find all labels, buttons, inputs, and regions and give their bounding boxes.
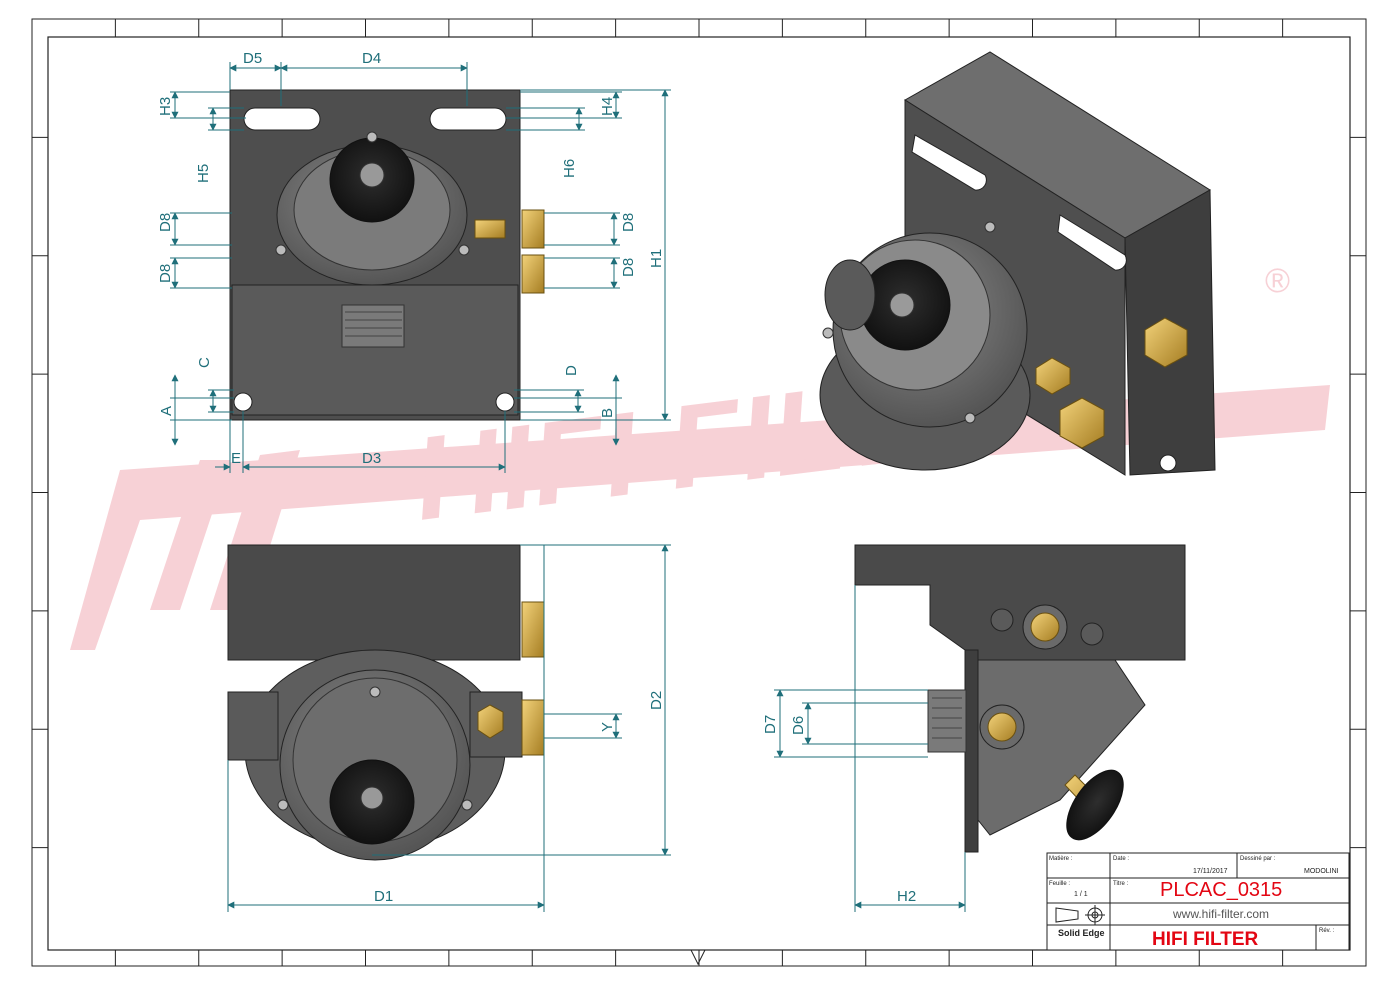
dim-label-h2: H2	[897, 888, 916, 905]
front-view	[229, 89, 545, 421]
tb-feuille-value: 1 / 1	[1074, 891, 1088, 898]
tb-brand: HIFI FILTER	[1152, 929, 1259, 950]
dim-label-h6: H6	[561, 159, 578, 178]
dim-label-d8-right-upper: D8	[620, 213, 637, 232]
watermark-registered-mark: ®	[1265, 262, 1290, 300]
dim-label-h3: H3	[157, 97, 174, 116]
first-angle-projection-icon	[1055, 905, 1105, 925]
dim-label-c: C	[196, 357, 213, 368]
tb-dessine-value: MODOLINI	[1304, 868, 1339, 875]
dim-label-d5: D5	[243, 50, 262, 67]
tb-dessine-label: Dessiné par :	[1240, 856, 1276, 862]
dim-label-h5: H5	[195, 164, 212, 183]
tb-date-value: 17/11/2017	[1193, 868, 1228, 875]
dim-label-d6: D6	[790, 716, 807, 735]
projection-marker-icon	[690, 949, 706, 966]
dim-label-d8-right-lower: D8	[620, 258, 637, 277]
isometric-view	[819, 51, 1216, 476]
dim-label-a: A	[158, 406, 175, 416]
tb-website: www.hifi-filter.com	[1172, 907, 1269, 921]
tb-matiere-label: Matière :	[1049, 856, 1073, 862]
title-block	[1046, 852, 1350, 951]
tb-software: Solid Edge	[1058, 928, 1105, 938]
tb-title: PLCAC_0315	[1160, 879, 1282, 901]
dim-label-d: D	[563, 365, 580, 376]
tb-rev-label: Rév. :	[1319, 928, 1335, 934]
dim-label-d4: D4	[362, 50, 381, 67]
dim-label-h4: H4	[599, 97, 616, 116]
top-view-dimensions	[227, 544, 671, 912]
dim-label-d3: D3	[362, 450, 381, 467]
side-view-dimensions	[774, 585, 966, 912]
top-view	[227, 544, 545, 861]
dim-label-d1: D1	[374, 888, 393, 905]
dim-label-d2: D2	[648, 691, 665, 710]
tb-feuille-label: Feuille :	[1049, 881, 1070, 887]
side-view	[854, 544, 1186, 853]
dim-label-h1: H1	[648, 249, 665, 268]
tb-date-label: Date :	[1113, 856, 1129, 862]
dim-label-y: Y	[599, 722, 616, 732]
tb-titre-label: Titre :	[1113, 881, 1128, 887]
dim-label-e: E	[231, 450, 241, 467]
dim-label-d7: D7	[762, 715, 779, 734]
front-view-dimensions	[170, 62, 671, 473]
dim-label-d8-left-lower: D8	[157, 264, 174, 283]
dim-label-b: B	[599, 408, 616, 418]
dim-label-d8-left-upper: D8	[157, 213, 174, 232]
